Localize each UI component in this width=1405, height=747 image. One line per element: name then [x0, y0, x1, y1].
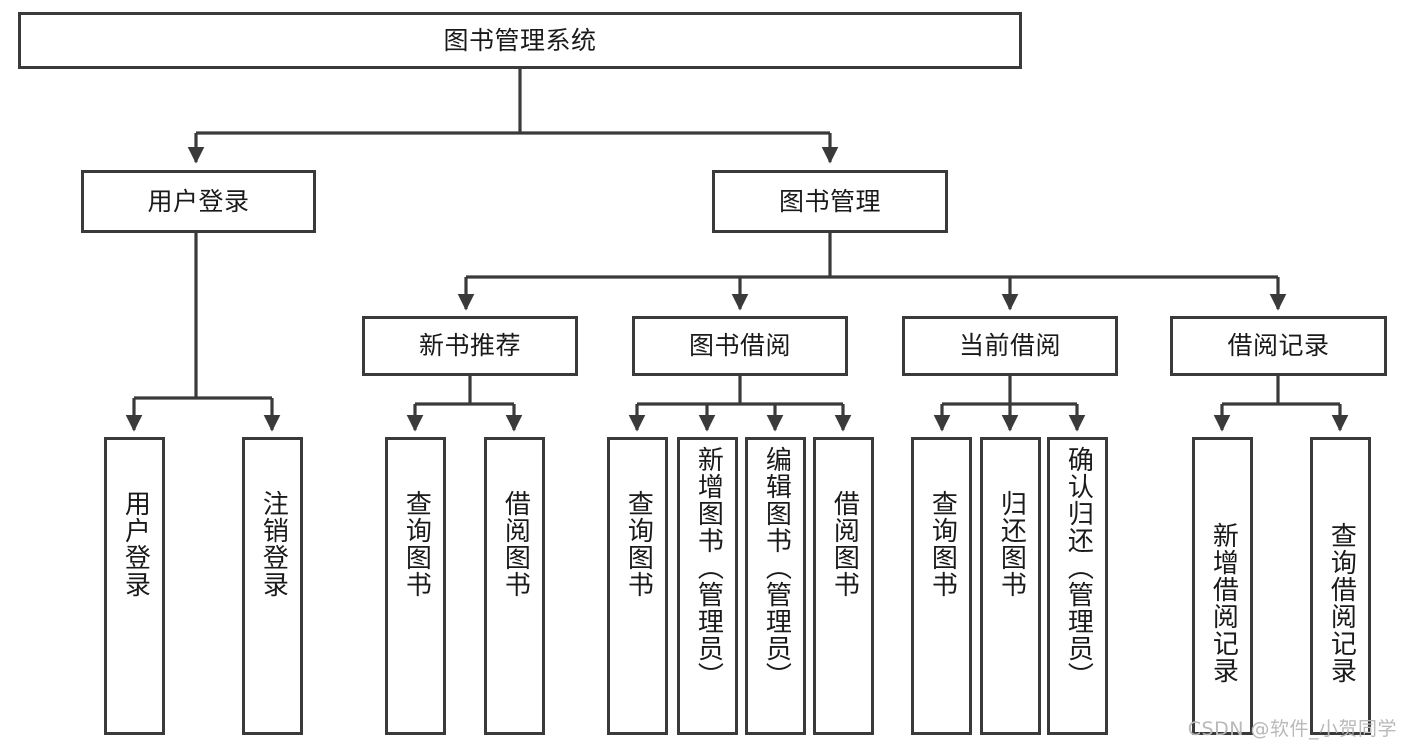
node-new-book-recommend[interactable]: 新书推荐: [362, 316, 578, 376]
node-user-login[interactable]: 用户登录: [81, 170, 316, 233]
node-label: 归还图书: [996, 490, 1027, 598]
leaf-user-logout[interactable]: 注销登录: [242, 437, 303, 735]
node-label: 当前借阅: [958, 331, 1061, 360]
leaf-return-book[interactable]: 归还图书: [980, 437, 1041, 735]
node-label: 用户登录: [147, 186, 250, 216]
node-label: 新书推荐: [418, 331, 521, 360]
watermark: CSDN @软件_小贺同学: [1187, 718, 1397, 740]
leaf-edit-book-admin[interactable]: 编辑图书（管理员）: [745, 437, 806, 735]
node-label: 借阅图书: [829, 490, 860, 598]
node-label: 图书管理: [778, 186, 881, 216]
leaf-borrow-book[interactable]: 借阅图书: [813, 437, 874, 735]
node-label: 查询图书: [623, 490, 654, 598]
node-label: 注销登录: [258, 490, 289, 598]
node-label: 借阅图书: [500, 490, 531, 598]
node-book-borrow[interactable]: 图书借阅: [632, 316, 848, 376]
leaf-user-login[interactable]: 用户登录: [104, 437, 165, 735]
node-label: 查询图书: [401, 490, 432, 598]
node-label: 新增借阅记录: [1208, 522, 1239, 684]
leaf-query-book-current[interactable]: 查询图书: [911, 437, 972, 735]
node-book-management[interactable]: 图书管理: [712, 170, 948, 233]
node-label: 查询借阅记录: [1326, 522, 1357, 684]
node-label: 图书借阅: [688, 331, 791, 360]
leaf-borrow-book-recommend[interactable]: 借阅图书: [484, 437, 545, 735]
leaf-add-borrow-record[interactable]: 新增借阅记录: [1192, 437, 1253, 735]
node-label: 图书管理系统: [443, 25, 597, 55]
node-current-borrow[interactable]: 当前借阅: [902, 316, 1118, 376]
leaf-query-borrow-record[interactable]: 查询借阅记录: [1310, 437, 1371, 735]
node-label: 编辑图书（管理员）: [761, 446, 792, 689]
leaf-query-book-borrow[interactable]: 查询图书: [607, 437, 668, 735]
node-label: 用户登录: [120, 490, 151, 598]
node-label: 借阅记录: [1227, 331, 1330, 360]
node-label: 确认归还（管理员）: [1063, 446, 1094, 689]
node-label: 新增图书（管理员）: [693, 446, 724, 689]
leaf-confirm-return-admin[interactable]: 确认归还（管理员）: [1047, 437, 1108, 735]
node-label: 查询图书: [927, 490, 958, 598]
node-root-system[interactable]: 图书管理系统: [18, 12, 1022, 69]
leaf-add-book-admin[interactable]: 新增图书（管理员）: [677, 437, 738, 735]
leaf-query-book-recommend[interactable]: 查询图书: [385, 437, 446, 735]
node-borrow-record[interactable]: 借阅记录: [1170, 316, 1387, 376]
